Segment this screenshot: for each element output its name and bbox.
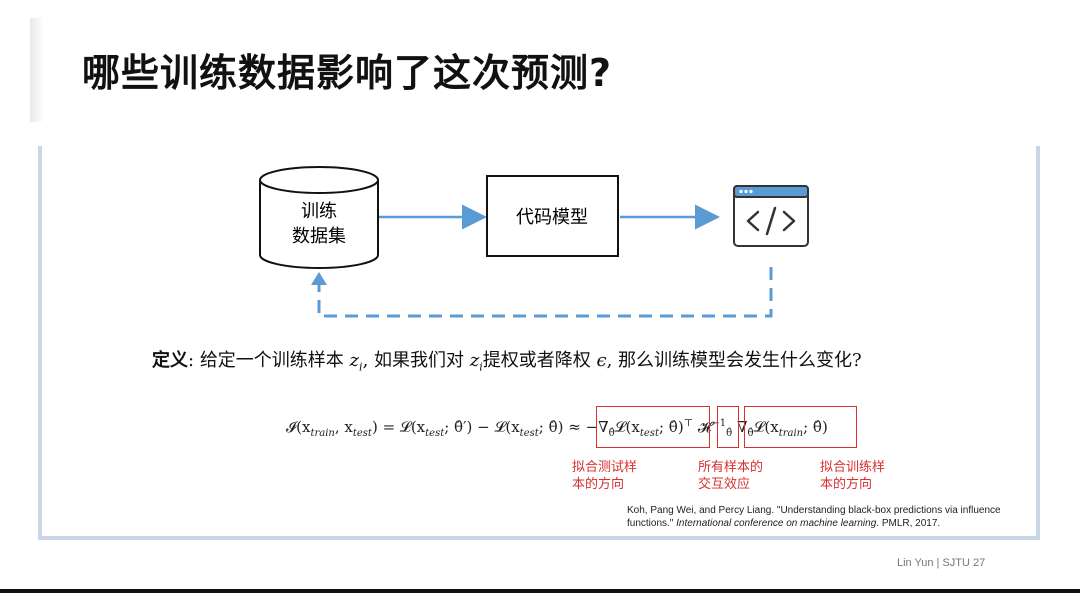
annotation-train-direction: 拟合训练样 本的方向 (820, 460, 886, 492)
definition-label: 定义 (152, 350, 188, 371)
annotation-test-direction: 拟合测试样 本的方向 (572, 460, 638, 492)
model-box: 代码模型 (486, 175, 619, 257)
highlight-box-hessian (717, 406, 739, 448)
formula-term-hessian-inverse: 𝓗−1θ̂ (697, 418, 733, 439)
feedback-dashed-path (317, 267, 773, 318)
code-window-icon (733, 185, 809, 247)
page-title: 哪些训练数据影响了这次预测? (82, 51, 613, 95)
feedback-arrowhead (311, 272, 327, 285)
influence-formula: 𝓘(xtrain, xtest) = 𝓛(xtest; θ̂′) − 𝓛(xte… (286, 418, 828, 439)
citation: Koh, Pang Wei, and Percy Liang. "Underst… (627, 505, 1001, 529)
definition-text: 定义: 给定一个训练样本 zi, 如果我们对 zi提权或者降权 ϵ, 那么训练模… (152, 350, 862, 374)
dataset-cylinder: 训练 数据集 (259, 166, 379, 269)
highlight-box-train-gradient (744, 406, 857, 448)
dataset-label-line2: 数据集 (292, 226, 346, 247)
formula-term-gradient-test: −∇θ̂𝓛(xtest; θ̂)⊤ (585, 418, 694, 439)
annotation-interaction-effect: 所有样本的 交互效应 (698, 460, 764, 492)
highlight-box-test-gradient (596, 406, 710, 448)
content-frame (38, 146, 1040, 540)
bottom-divider (0, 589, 1080, 593)
dataset-label-line1: 训练 (301, 201, 337, 222)
model-label: 代码模型 (516, 207, 588, 228)
title-accent-bar (30, 18, 44, 122)
formula-term-gradient-train: ∇θ̂𝓛(xtrain; θ̂) (736, 418, 828, 439)
slide-footer: Lin Yun | SJTU 27 (897, 557, 986, 569)
